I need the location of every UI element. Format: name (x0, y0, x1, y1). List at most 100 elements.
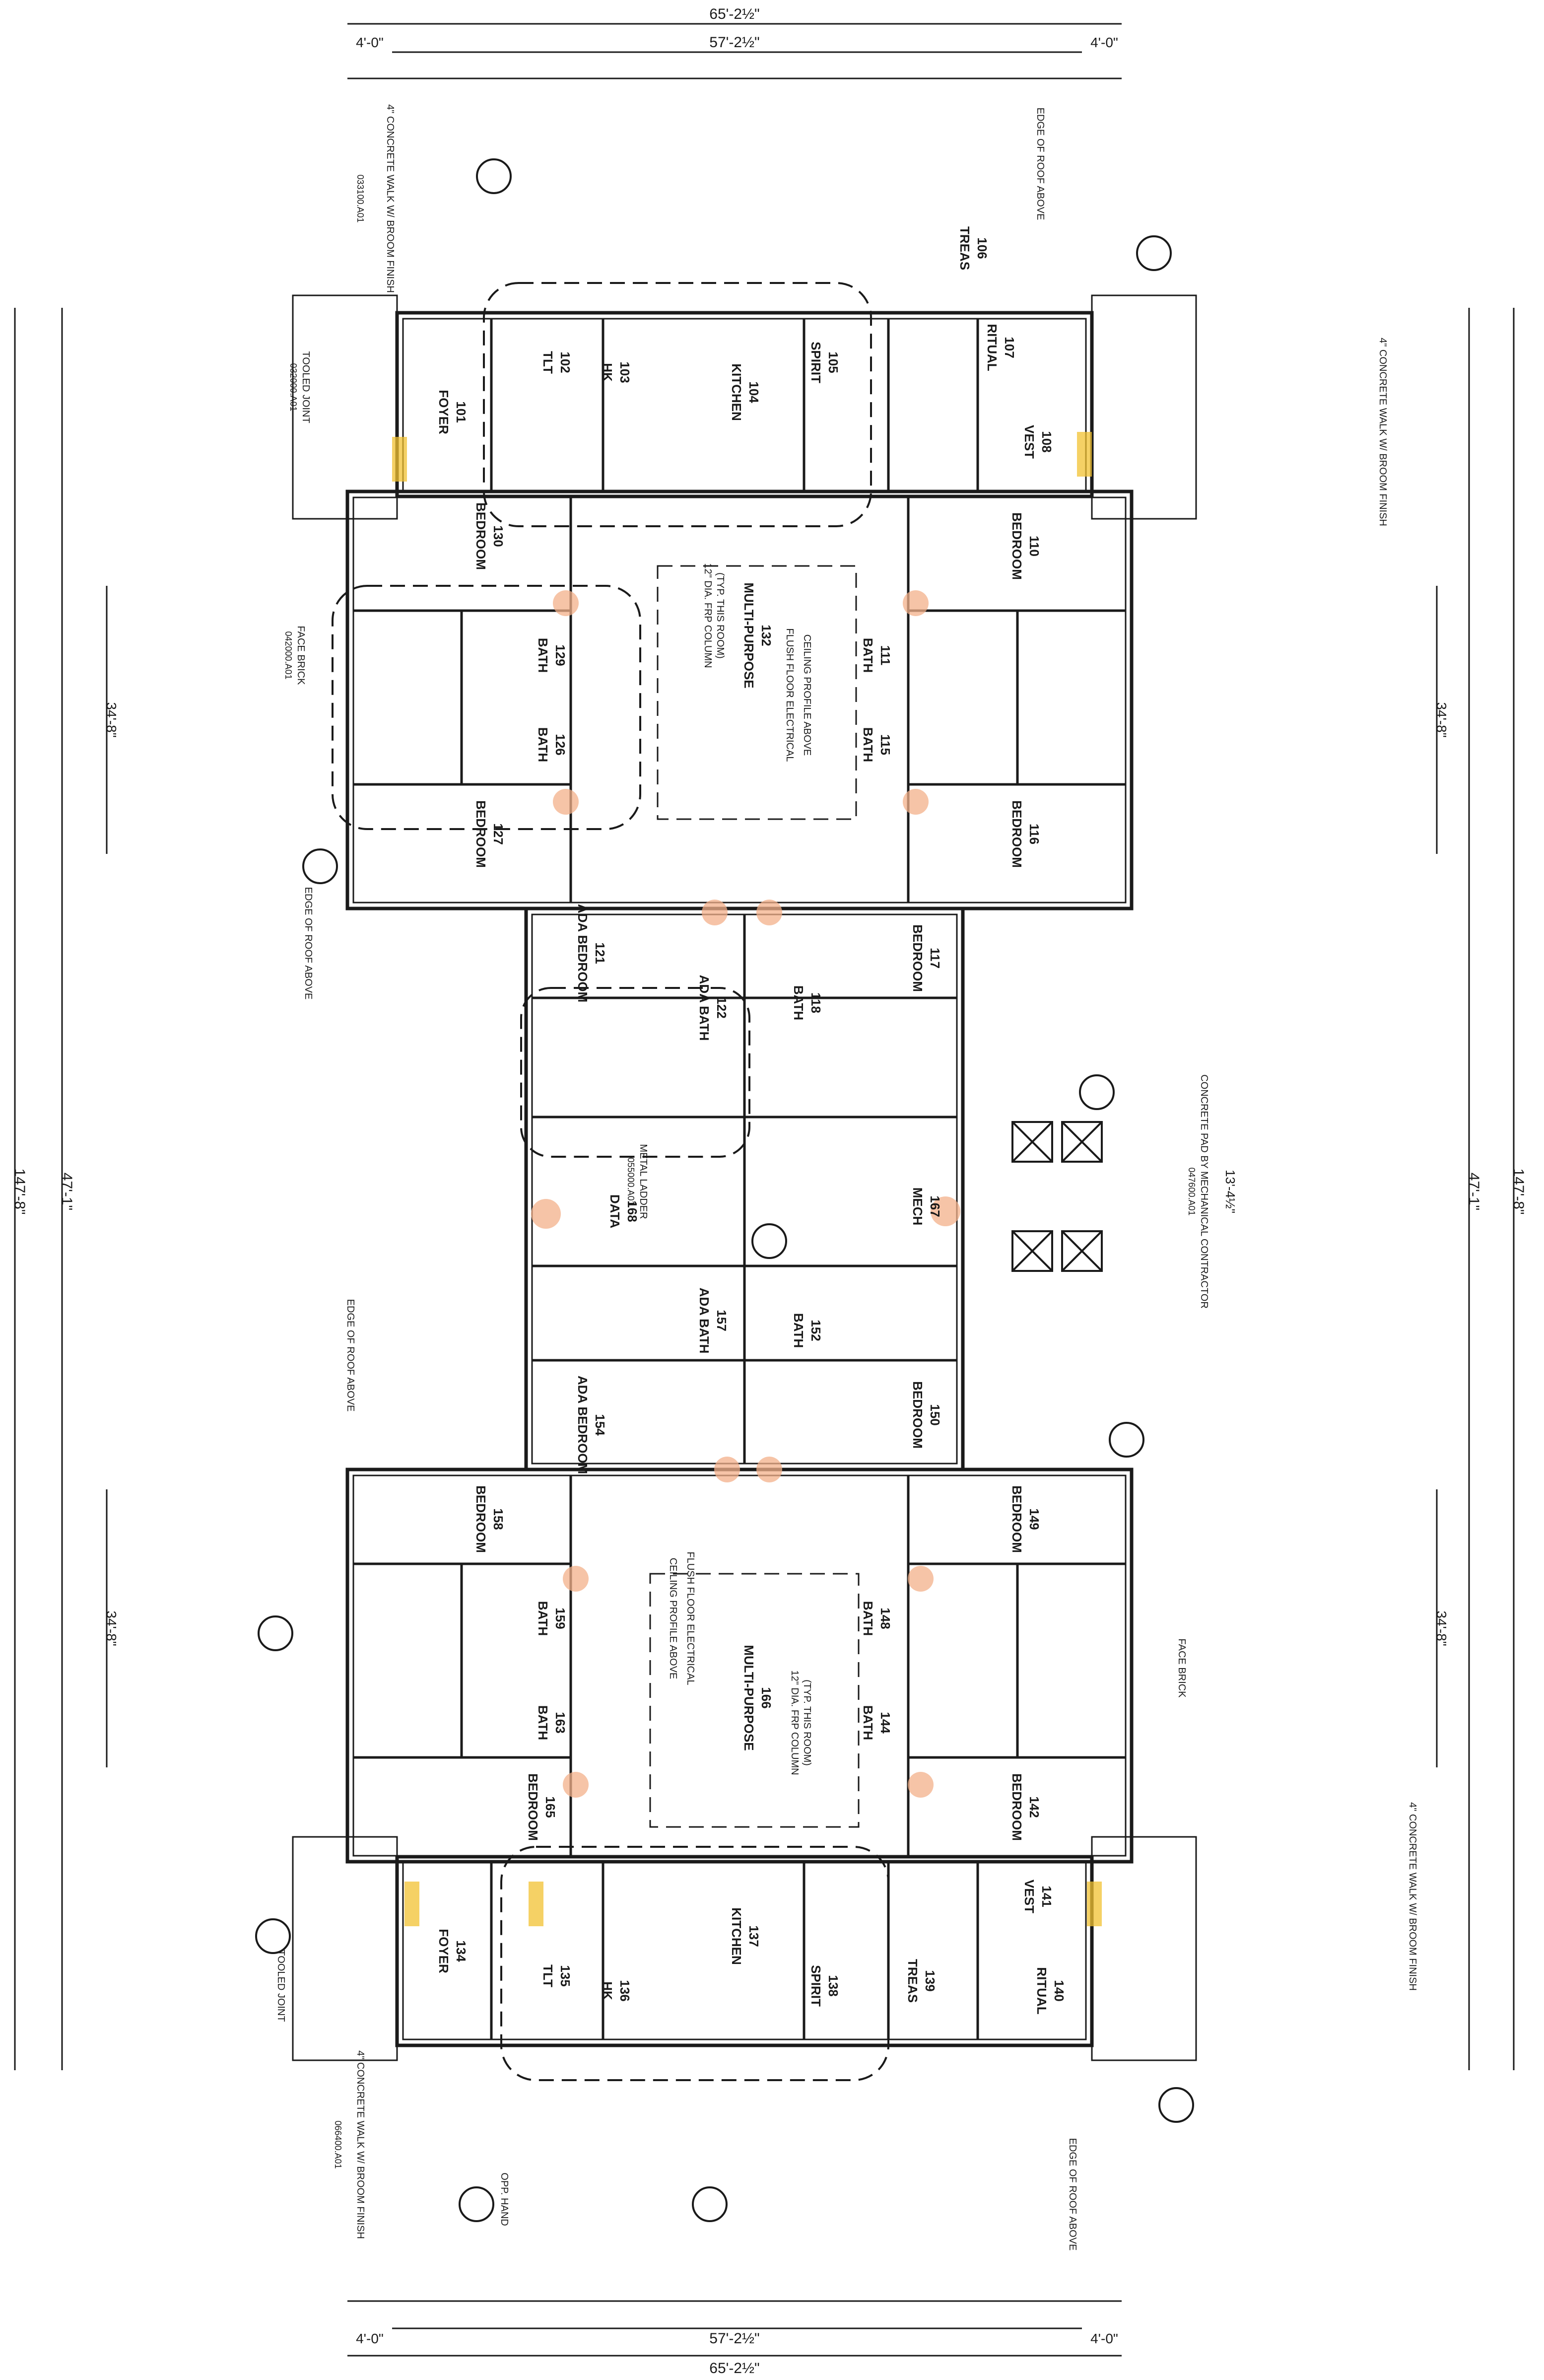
room-num-kitchen-137: 137 (746, 1925, 761, 1947)
highlight-121 (702, 900, 728, 925)
room-name-bedroom-110: BEDROOM (1009, 512, 1024, 580)
room-num-bedroom-116: 116 (1027, 824, 1042, 844)
highlight-131 (553, 590, 579, 616)
room-num-ada-bath-122: 122 (714, 997, 729, 1018)
concrete-walks (292, 294, 1197, 2061)
room-name-ada-bedroom-121: ADA BEDROOM (575, 904, 590, 1002)
room-name-bedroom-130: BEDROOM (473, 502, 488, 570)
room-num-tlt-135: 135 (558, 1965, 573, 1986)
room-name-hk-103: HK (600, 363, 615, 382)
room-name-ritual-107: RITUAL (985, 324, 1000, 371)
dim-wing-depth-right-lower: 34'-8" (1434, 1610, 1449, 1646)
note-ceiling-profile-lower: CEILING PROFILE ABOVE (668, 1558, 678, 1680)
dim-bottom-overall: 65'-2½" (709, 2360, 759, 2377)
room-num-tlt-102: 102 (558, 351, 573, 373)
room-name-bath-126: BATH (536, 727, 550, 762)
note-ceiling-profile-upper: CEILING PROFILE ABOVE (802, 634, 812, 756)
note-typ-lower: (TYP. THIS ROOM) (802, 1680, 812, 1766)
note-metal-ladder: METAL LADDER (638, 1144, 649, 1219)
note-tooled-joint-top: TOOLED JOINT (300, 351, 311, 423)
room-name-treas-106: TREAS (957, 226, 972, 270)
room-name-tlt-102: TLT (540, 351, 555, 374)
room-num-ada-bath-157: 157 (714, 1310, 729, 1331)
keynote-055000: 055000.A01 (626, 1157, 636, 1205)
room-name-foyer-134: FOYER (436, 1929, 451, 1973)
annotations: CEILING PROFILE ABOVE FLUSH FLOOR ELECTR… (275, 104, 1418, 2250)
room-num-foyer-101: 101 (454, 401, 469, 422)
room-num-ada-bedroom-154: 154 (593, 1414, 607, 1436)
room-num-treas-139: 139 (923, 1970, 938, 1991)
highlight-142 (908, 1772, 934, 1798)
highlight-yellow-5 (1087, 1882, 1102, 1926)
room-num-spirit-105: 105 (826, 351, 841, 373)
note-concrete-walk-top-right: 4" CONCRETE WALK W/ BROOM FINISH (1377, 338, 1388, 526)
room-num-bedroom-117: 117 (928, 948, 942, 969)
room-num-multipurpose-132: 132 (759, 625, 774, 646)
room-name-bedroom-150: BEDROOM (910, 1381, 925, 1449)
interior-walls (353, 319, 1126, 2039)
dim-side-total-right: 147'-8" (1510, 1168, 1527, 1214)
room-num-spirit-138: 138 (826, 1975, 841, 1996)
roof-outlines (332, 282, 889, 2081)
room-name-bath-148: BATH (861, 1601, 875, 1636)
note-face-brick-right-lower: FACE BRICK (1176, 1639, 1187, 1698)
room-name-bath-152: BATH (791, 1313, 806, 1348)
room-name-ada-bath-157: ADA BATH (697, 1288, 712, 1354)
room-name-bath-144: BATH (861, 1705, 875, 1740)
room-num-bedroom-110: 110 (1027, 536, 1042, 557)
room-num-bedroom-127: 127 (491, 823, 506, 844)
keynote-033100: 033100.A01 (355, 174, 365, 222)
room-name-bedroom-165: BEDROOM (526, 1773, 540, 1841)
room-num-multipurpose-166: 166 (759, 1687, 774, 1708)
dim-wing-depth-left-lower: 34'-8" (104, 1610, 119, 1646)
dim-side-inner-left: 47'-1" (59, 1173, 75, 1210)
highlight-165 (563, 1772, 589, 1798)
room-name-vest-108: VEST (1022, 425, 1037, 459)
room-name-bath-115: BATH (861, 727, 875, 762)
room-name-spirit-138: SPIRIT (808, 1965, 823, 2007)
highlight-125 (553, 789, 579, 815)
room-num-bath-159: 159 (553, 1608, 568, 1629)
room-num-bath-118: 118 (808, 992, 823, 1013)
note-frp-column-upper: 12" DIA. FRP COLUMN (702, 563, 713, 668)
room-name-multipurpose-166: MULTI-PURPOSE (741, 1645, 756, 1750)
room-num-ada-bedroom-121: 121 (593, 942, 607, 964)
room-num-vest-108: 108 (1039, 431, 1054, 452)
room-num-bedroom-158: 158 (491, 1508, 506, 1530)
room-num-bath-148: 148 (878, 1608, 893, 1629)
highlight-yellow-1 (392, 437, 407, 482)
room-name-bedroom-158: BEDROOM (473, 1485, 488, 1553)
keynote-032000: 032000.A01 (288, 363, 298, 411)
dim-wing-depth-left-upper: 34'-8" (104, 702, 119, 737)
room-num-kitchen-104: 104 (746, 381, 761, 403)
room-name-bath-111: BATH (861, 638, 875, 673)
note-face-brick-upper: FACE BRICK (295, 626, 306, 686)
room-name-treas-139: TREAS (905, 1959, 920, 2003)
keynote-066400: 066400.A01 (333, 2120, 343, 2169)
room-num-ritual-107: 107 (1002, 337, 1017, 358)
highlight-yellow-2 (1077, 432, 1092, 477)
highlight-117 (756, 900, 782, 925)
room-num-vest-141: 141 (1039, 1886, 1054, 1907)
dim-side-inner-right: 47'-1" (1466, 1173, 1482, 1210)
room-num-data-168: 168 (625, 1200, 640, 1222)
room-num-bedroom-150: 150 (928, 1404, 942, 1425)
highlight-yellow-4 (529, 1882, 543, 1926)
room-name-bath-129: BATH (536, 638, 550, 673)
keynote-tags: 033100.A01 032000.A01 066400.A01 042000.… (283, 174, 1197, 2169)
room-name-ada-bedroom-154: ADA BEDROOM (575, 1376, 590, 1474)
room-num-bedroom-130: 130 (491, 525, 506, 547)
dim-bottom-inner: 57'-2½" (709, 2330, 759, 2347)
dim-top-overall: 65'-2½" (709, 6, 759, 22)
dim-bottom-right: 4'-0" (1090, 2331, 1118, 2346)
room-name-data-168: DATA (607, 1194, 622, 1229)
highlight-167 (931, 1196, 960, 1226)
note-edge-of-roof-left: EDGE OF ROOF ABOVE (303, 887, 314, 1000)
room-num-bedroom-165: 165 (543, 1796, 558, 1818)
note-concrete-pad: CONCRETE PAD BY MECHANICAL CONTRACTOR (1199, 1074, 1209, 1309)
room-num-hk-103: 103 (617, 361, 632, 383)
note-typ-upper: (TYP. THIS ROOM) (715, 572, 726, 659)
room-name-vest-141: VEST (1022, 1880, 1037, 1913)
note-edge-of-roof-top: EDGE OF ROOF ABOVE (1035, 108, 1046, 220)
